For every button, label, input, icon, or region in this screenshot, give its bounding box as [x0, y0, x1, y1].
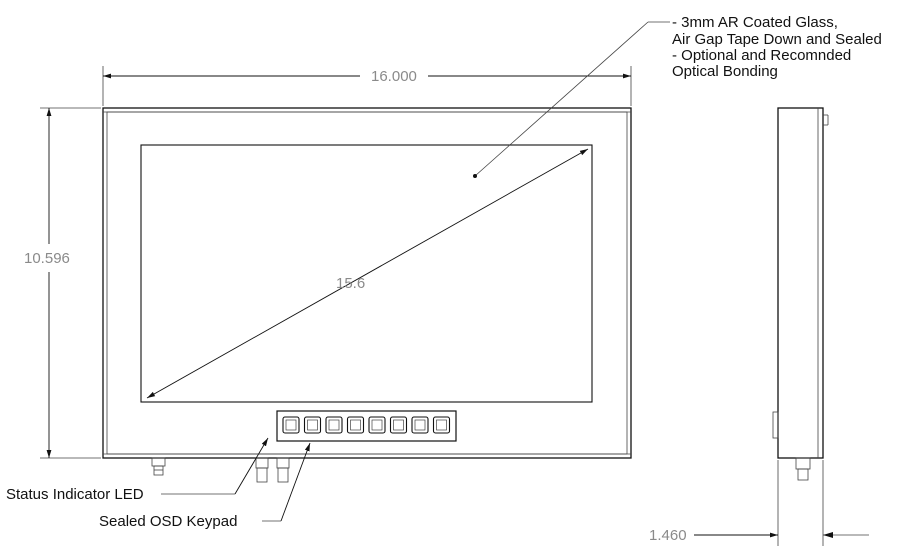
keypad-button: [389, 416, 408, 434]
front-view: 15.6: [102, 107, 632, 483]
keypad-button-face: [436, 419, 447, 431]
height-dimension: 10.596: [24, 107, 101, 459]
led-connector-right: [276, 457, 290, 483]
width-dimension: 16.000: [102, 66, 632, 106]
keypad-button: [432, 416, 451, 434]
status-led-callout: Status Indicator LED: [6, 437, 269, 503]
depth-label: 1.460: [649, 527, 687, 544]
status-led-label: Status Indicator LED: [6, 486, 144, 503]
keypad-button: [325, 416, 343, 434]
keypad-button: [346, 416, 365, 434]
osd-keypad-callout: Sealed OSD Keypad: [99, 442, 311, 530]
bezel-inner-edge: [106, 111, 628, 455]
osd-keypad-label: Sealed OSD Keypad: [99, 513, 237, 530]
side-view: [772, 107, 829, 481]
keypad-button-face: [307, 419, 318, 431]
osd-keypad-buttons: [282, 416, 451, 434]
glass-note-line2: Air Gap Tape Down and Sealed: [672, 31, 882, 48]
keypad-button-face: [350, 419, 361, 431]
monitor-bezel: [102, 107, 632, 459]
keypad-button: [282, 416, 300, 434]
width-label: 16.000: [371, 68, 417, 85]
keypad-button-face: [285, 419, 297, 431]
keypad-button: [411, 416, 429, 434]
led-connector-left: [255, 457, 269, 483]
depth-dimension: 1.460: [649, 460, 869, 546]
glass-note-line3: - Optional and Recomnded: [672, 47, 851, 64]
keypad-button-face: [371, 419, 383, 431]
diagonal-label: 15.6: [336, 275, 365, 292]
glass-note-line4: Optical Bonding: [672, 63, 778, 80]
side-profile-body: [777, 107, 824, 459]
keypad-button-face: [328, 419, 340, 431]
glass-note-callout: - 3mm AR Coated Glass, Air Gap Tape Down…: [473, 14, 882, 178]
osd-keypad-housing: [276, 410, 457, 442]
diagonal-dimension-line: [146, 148, 589, 399]
glass-note-line1: - 3mm AR Coated Glass,: [672, 14, 838, 31]
display-screen: [140, 144, 593, 403]
keypad-button-face: [414, 419, 426, 431]
keypad-button: [368, 416, 386, 434]
keypad-button: [303, 416, 322, 434]
height-label: 10.596: [24, 250, 70, 267]
keypad-button-face: [393, 419, 404, 431]
bottom-connector: [151, 457, 166, 476]
